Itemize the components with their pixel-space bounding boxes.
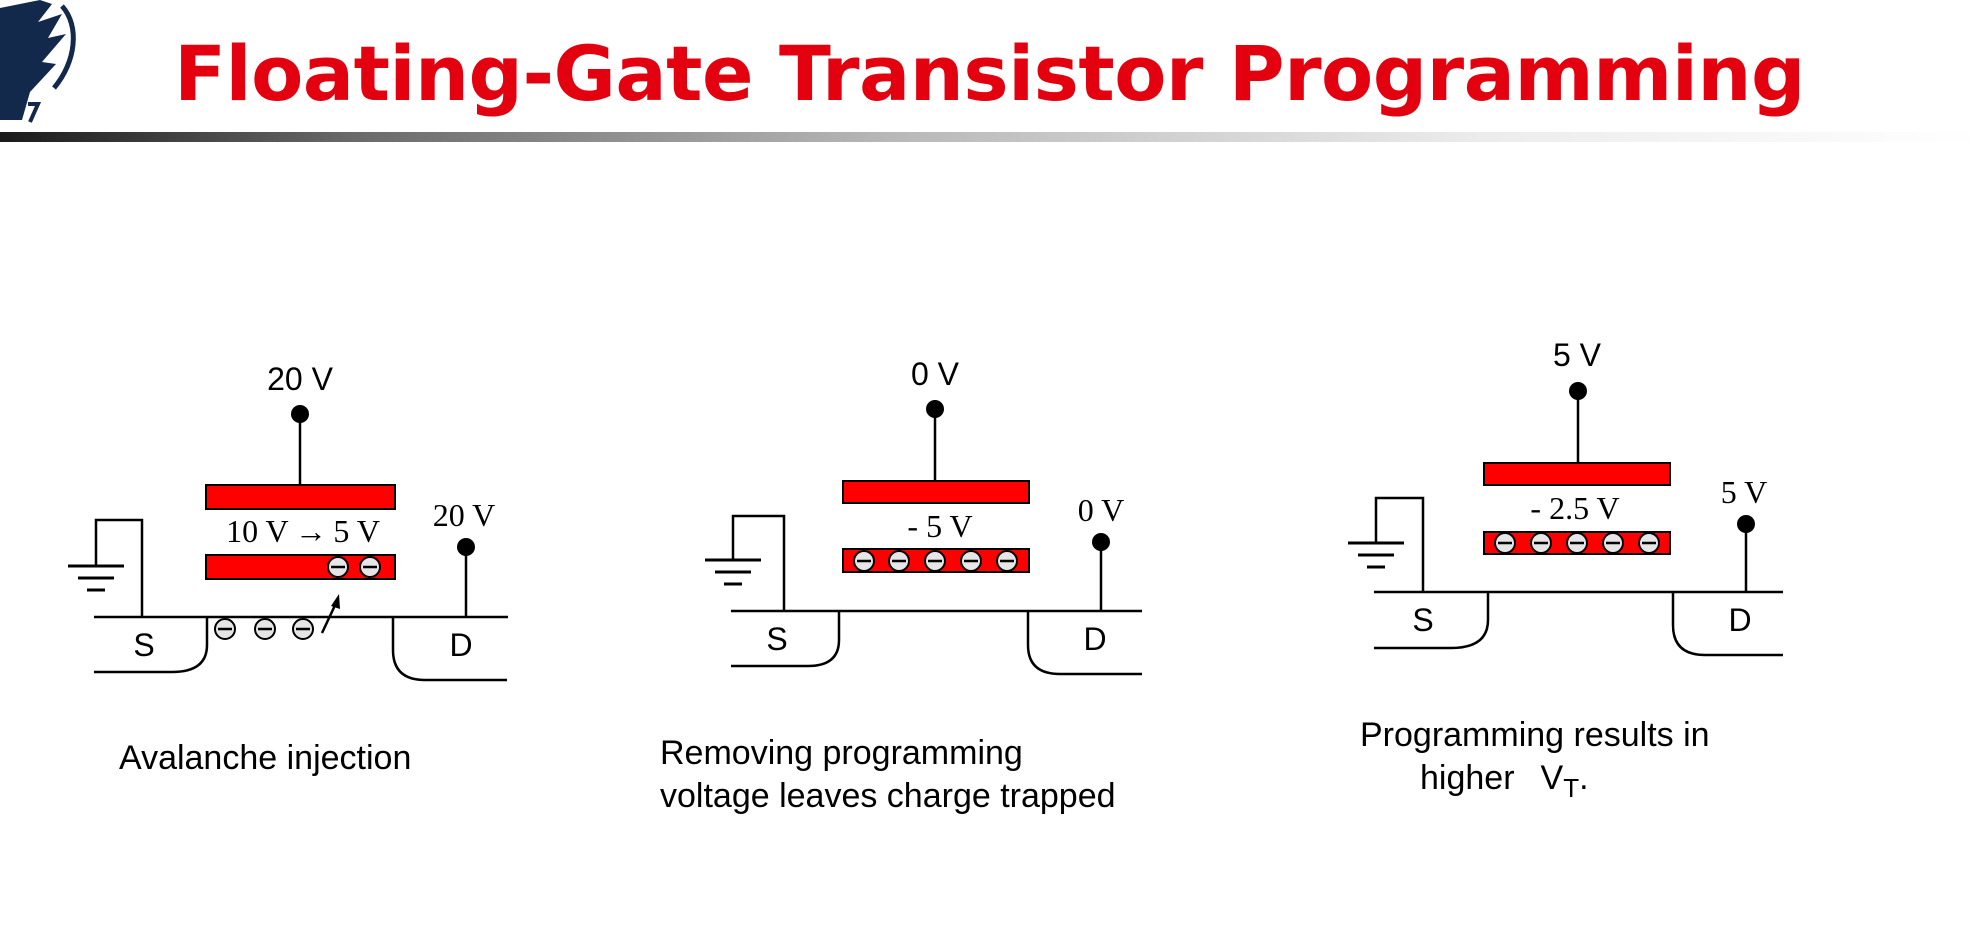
gate-voltage-label: 0 V [911, 356, 960, 392]
title-divider [0, 132, 1979, 142]
trapped-electron [358, 555, 382, 579]
source-label: S [766, 621, 787, 657]
floating-gate-voltage-label: - 5 V [907, 508, 972, 544]
source-well [1374, 592, 1490, 650]
caption-line: higher VT. [1360, 757, 1710, 810]
caption-text: higher [1420, 759, 1515, 797]
caption-charge-trapped: Removing programming voltage leaves char… [660, 732, 1116, 818]
source-label: S [1412, 602, 1433, 638]
caption-line: Programming results in [1360, 716, 1710, 754]
ground-symbol [1346, 541, 1406, 569]
control-gate [1483, 462, 1671, 486]
drain-voltage-label: 20 V [433, 497, 496, 533]
university-logo [0, 0, 76, 123]
source-label: S [133, 627, 154, 663]
gate-voltage-label: 20 V [267, 361, 333, 397]
vt-subscript: T [1563, 773, 1580, 803]
caption-higher-threshold: Programming results in higher VT. [1360, 714, 1710, 810]
vt-symbol: V [1540, 759, 1564, 797]
drain-label: D [1083, 621, 1106, 657]
drain-well [1671, 592, 1783, 657]
drain-terminal [457, 538, 475, 556]
drain-terminal [1092, 533, 1110, 551]
caption-avalanche-injection: Avalanche injection [119, 737, 411, 780]
control-gate [842, 480, 1030, 504]
drain-voltage-label: 0 V [1078, 492, 1125, 528]
gate-voltage-label: 5 V [1553, 337, 1602, 373]
drain-label: D [1728, 602, 1751, 638]
ground-symbol [66, 564, 126, 592]
panel-avalanche-injection: 20 V 20 V 10 V → 5 V S D [66, 361, 508, 682]
gate-terminal [926, 400, 944, 418]
floating-gate-voltage-label: 10 V → 5 V [226, 513, 380, 549]
drain-terminal [1737, 515, 1755, 533]
gate-terminal [1569, 382, 1587, 400]
floating-gate-voltage-label: - 2.5 V [1530, 490, 1619, 526]
trapped-electron [1493, 531, 1517, 555]
trapped-electron [1529, 531, 1553, 555]
source-well [731, 611, 841, 668]
gate-terminal [291, 405, 309, 423]
drain-well [391, 617, 507, 682]
caption-line: Removing programming [660, 734, 1023, 772]
trapped-electron [923, 549, 947, 573]
control-gate [205, 484, 396, 510]
trapped-electron [852, 549, 876, 573]
trapped-electron [1601, 531, 1625, 555]
trapped-electron [959, 549, 983, 573]
trapped-electron [1637, 531, 1661, 555]
trapped-electron [1565, 531, 1589, 555]
panel-higher-threshold: 5 V 5 V - 2.5 V S D [1346, 337, 1783, 657]
trapped-electron [995, 549, 1019, 573]
channel-electron [213, 617, 237, 641]
trapped-electron [887, 549, 911, 573]
ground-symbol [703, 558, 763, 586]
drain-label: D [449, 627, 472, 663]
source-well [94, 617, 209, 674]
drain-well [1026, 611, 1142, 676]
trapped-electron [326, 555, 350, 579]
caption-period: . [1579, 759, 1589, 797]
channel-electron [253, 617, 277, 641]
panel-charge-trapped: 0 V 0 V - 5 V S D [703, 356, 1142, 676]
caption-line: Avalanche injection [119, 739, 412, 777]
drain-voltage-label: 5 V [1721, 474, 1768, 510]
caption-line: voltage leaves charge trapped [660, 777, 1116, 815]
channel-electron [291, 617, 315, 641]
slide-title: Floating-Gate Transistor Programming [174, 29, 1805, 118]
